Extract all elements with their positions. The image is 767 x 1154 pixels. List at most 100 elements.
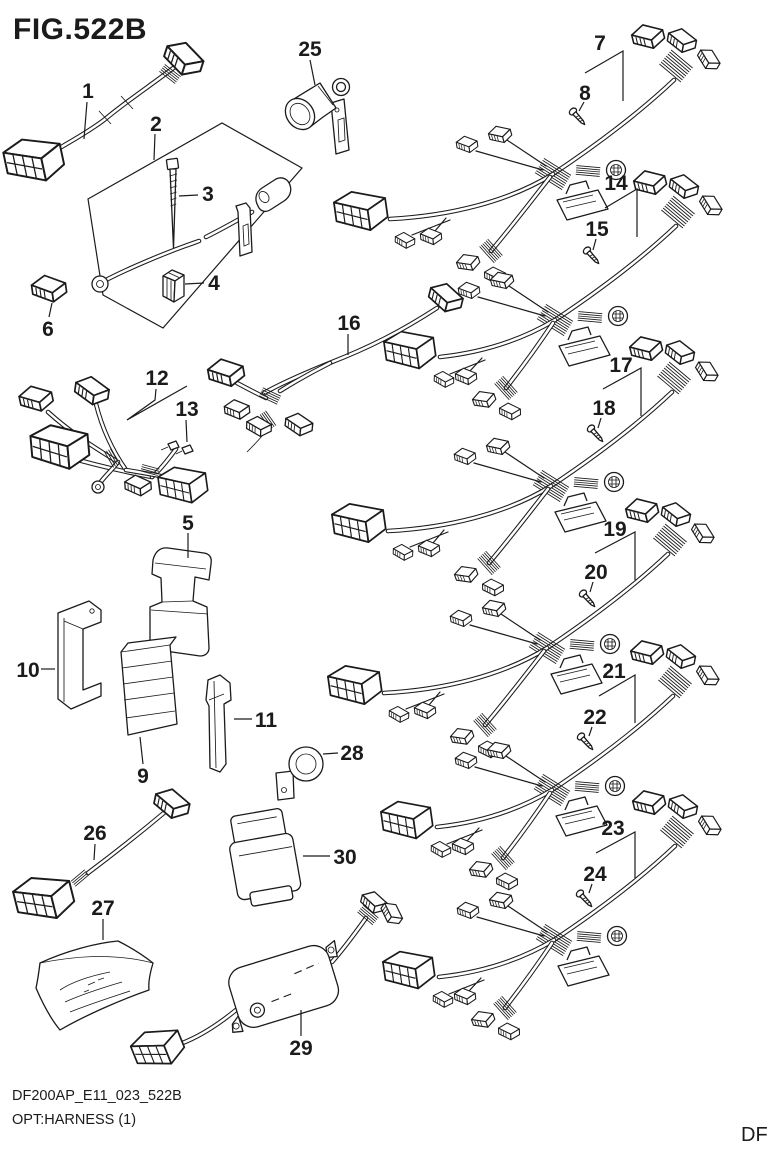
connector-icon <box>498 402 522 421</box>
multipin-connector-icon <box>333 191 389 231</box>
callout-leader-7 <box>584 49 624 101</box>
part-16-extension-harness <box>206 282 464 453</box>
multipin-connector-icon <box>382 950 436 990</box>
multipin-connector-icon <box>12 877 76 919</box>
connector-icon <box>456 901 480 920</box>
callout-leader-1 <box>83 101 88 140</box>
harness-assembly-23 <box>382 790 722 1041</box>
connector-icon <box>696 49 721 70</box>
callout-label-12: 12 <box>145 367 168 390</box>
callout-label-9: 9 <box>137 765 149 788</box>
part-28-clip <box>275 746 324 801</box>
callout-label-8: 8 <box>579 82 591 105</box>
harness-assembly-17 <box>331 336 719 597</box>
connector-icon <box>433 370 455 388</box>
callout-leader-18 <box>597 417 602 429</box>
screw-icon <box>582 246 600 265</box>
connector-icon <box>454 751 478 770</box>
connector-icon <box>380 902 404 925</box>
connector-icon <box>449 609 473 628</box>
connector-icon <box>481 599 507 618</box>
connector-icon <box>660 502 692 528</box>
callout-leader-22 <box>588 726 593 737</box>
connector-icon <box>624 498 660 524</box>
connector-icon <box>392 543 414 561</box>
callout-label-16: 16 <box>337 312 360 335</box>
callout-leader-15 <box>592 238 597 251</box>
part-13-terminals <box>160 440 194 455</box>
callout-label-17: 17 <box>609 354 632 377</box>
connector-icon <box>631 790 667 816</box>
callout-label-23: 23 <box>601 817 624 840</box>
connector-icon <box>427 282 464 313</box>
callout-label-14: 14 <box>604 172 628 195</box>
callout-label-21: 21 <box>602 660 626 683</box>
part-26-lead-wire <box>12 788 191 919</box>
connector-icon <box>419 227 443 246</box>
footer-drawing-code: DF200AP_E11_023_522B <box>12 1088 182 1104</box>
connector-icon <box>487 125 513 144</box>
connector-icon <box>488 891 514 910</box>
part-2-kit-box <box>87 122 303 329</box>
callout-leader-2 <box>153 133 156 161</box>
callout-label-5: 5 <box>182 512 194 535</box>
round-connector-icon <box>605 159 627 181</box>
screw-icon <box>586 424 604 443</box>
round-connector-icon <box>599 633 621 655</box>
callout-label-15: 15 <box>585 218 609 241</box>
callout-label-26: 26 <box>83 822 106 845</box>
connector-icon <box>388 705 410 723</box>
callout-label-22: 22 <box>583 706 606 729</box>
callout-label-3: 3 <box>202 183 214 206</box>
connector-icon <box>284 412 314 437</box>
kit-ground-cable <box>91 177 292 293</box>
multipin-connector-icon <box>327 665 383 705</box>
connector-icon <box>468 861 494 878</box>
callout-label-4: 4 <box>208 272 220 295</box>
connector-icon <box>470 1011 496 1028</box>
multipin-connector-icon <box>29 424 91 470</box>
connector-icon <box>30 274 68 303</box>
connector-icon <box>73 375 110 406</box>
callout-leader-13 <box>185 419 188 443</box>
connector-icon <box>497 1022 521 1041</box>
callout-leader-6 <box>48 302 53 318</box>
callout-label-18: 18 <box>592 397 616 420</box>
round-connector-icon <box>606 925 628 947</box>
connector-icon <box>453 447 477 466</box>
part-10-bracket <box>57 600 102 710</box>
connector-icon <box>690 523 715 544</box>
callout-leader-4 <box>184 282 205 285</box>
callout-label-10: 10 <box>16 659 39 682</box>
connector-icon <box>665 644 697 670</box>
connector-icon <box>163 41 205 76</box>
callout-leader-14 <box>604 187 638 237</box>
connector-icon <box>695 665 720 686</box>
connector-icon <box>413 701 437 720</box>
connector-icon <box>668 174 700 200</box>
connector-icon <box>694 361 719 382</box>
connector-icon <box>485 437 511 456</box>
round-connector-icon <box>607 305 629 327</box>
callout-label-19: 19 <box>603 518 626 541</box>
callout-leader-20 <box>589 581 594 593</box>
callout-leader-8 <box>578 101 585 112</box>
callout-label-2: 2 <box>150 113 162 136</box>
connector-icon <box>486 741 512 760</box>
callout-label-27: 27 <box>91 897 114 920</box>
connector-icon <box>495 872 519 891</box>
part-30-relay <box>229 808 302 907</box>
part-4-fuse <box>162 269 185 303</box>
callout-leader-25 <box>309 59 316 86</box>
callout-label-30: 30 <box>333 846 356 869</box>
connector-icon <box>360 891 388 914</box>
round-connector-icon <box>604 775 626 797</box>
connector-icon <box>18 385 55 412</box>
harness-assembly-21 <box>380 640 720 891</box>
part-11-bracket <box>205 674 232 773</box>
connector-icon <box>206 358 246 388</box>
part-1-lead-wire <box>2 41 205 182</box>
connector-icon <box>666 28 698 54</box>
part-6-connector-cap <box>30 274 68 303</box>
callout-label-13: 13 <box>175 398 198 421</box>
